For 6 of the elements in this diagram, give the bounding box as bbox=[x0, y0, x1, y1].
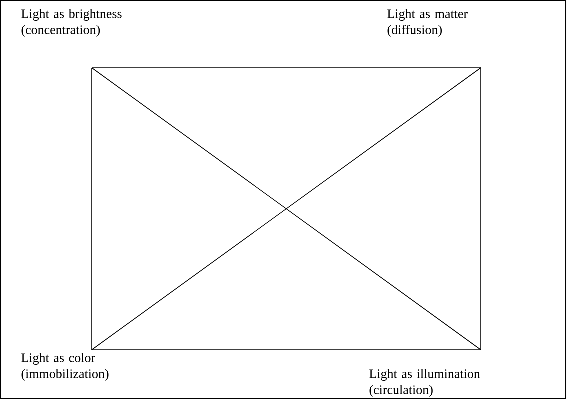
crossed-lines bbox=[92, 68, 482, 350]
corner-label: Light as color (immobilization) bbox=[22, 353, 109, 381]
corner-label: Light as brightness (concentration) bbox=[22, 9, 122, 37]
corner-label: Light as illumination (circulation) bbox=[370, 369, 480, 397]
line bbox=[480, 68, 482, 350]
corner-label: Light as matter (diffusion) bbox=[388, 9, 468, 37]
